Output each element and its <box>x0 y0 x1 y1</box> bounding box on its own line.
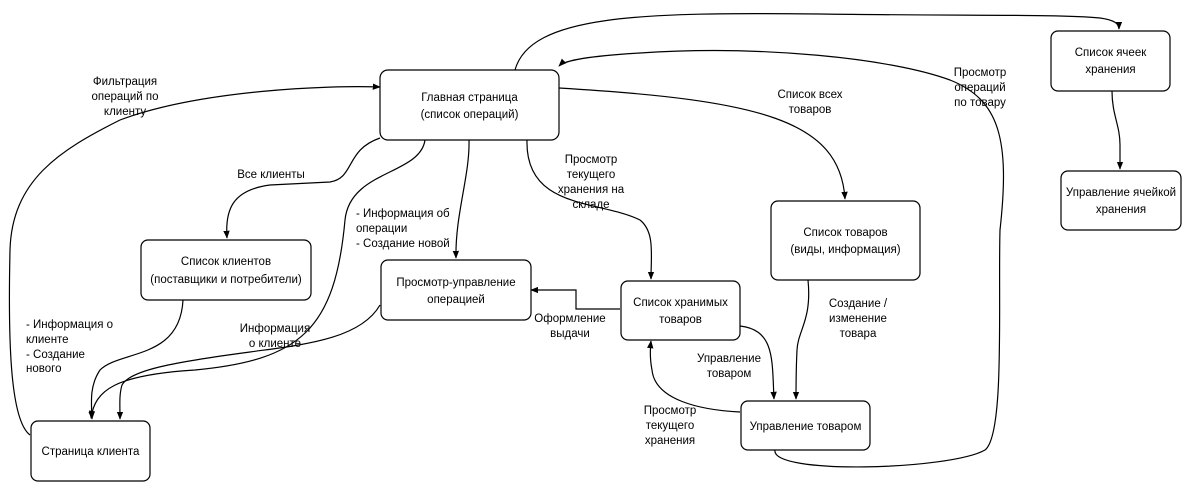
node-storage-cells-line1: Список ячеек <box>1075 47 1147 59</box>
label-current-stock-line2: текущего <box>567 169 616 181</box>
label-client-info-line2: клиенте <box>26 334 69 346</box>
node-cell-management-line1: Управление ячейкой <box>1066 187 1176 199</box>
label-operation-info-line2: операции <box>356 223 407 235</box>
label-view-current-stock-line2: текущего <box>646 420 695 432</box>
label-create-edit-goods-line2: изменение <box>829 313 887 325</box>
edge-goods-mgmt-to-stored <box>647 340 741 413</box>
node-goods-management-line1: Управление товаром <box>750 421 862 433</box>
node-stored-goods-line1: Список хранимых <box>633 297 728 309</box>
edge-main-to-stored <box>526 139 655 280</box>
label-view-by-goods-line3: по товару <box>954 97 1006 109</box>
node-cell-management-line2: хранения <box>1096 204 1146 216</box>
node-client-list-line2: (поставщики и потребители) <box>150 274 302 286</box>
edge-main-to-goods <box>558 87 848 200</box>
edge-client-page-to-main <box>8 83 381 436</box>
edge-main-to-op-view <box>452 139 470 259</box>
edge-clients-to-client-page <box>88 299 184 420</box>
label-create-edit-goods-line1: Создание / <box>829 298 888 310</box>
node-operation-view: Просмотр-управление операцией <box>380 259 532 321</box>
node-storage-cells: Список ячеек хранения <box>1050 30 1171 92</box>
label-filter-by-client-line1: Фильтрация <box>93 76 157 88</box>
node-cell-management: Управление ячейкой хранения <box>1060 170 1182 231</box>
label-issue-registration-line1: Оформление <box>534 313 605 325</box>
node-operation-view-line2: операцией <box>427 294 485 306</box>
node-client-list-line1: Список клиентов <box>181 256 271 268</box>
node-goods-management: Управление товаром <box>740 400 871 451</box>
label-view-current-stock: Просмотр текущего хранения <box>644 405 697 447</box>
edge-main-to-cells <box>514 12 1123 71</box>
label-view-by-goods: Просмотр операций по товару <box>954 67 1007 109</box>
label-create-edit-goods: Создание / изменение товара <box>829 298 888 340</box>
label-all-goods: Список всех товаров <box>777 89 842 116</box>
label-current-stock-line3: хранения на <box>558 184 625 196</box>
label-manage-goods: Управление товаром <box>697 353 761 380</box>
label-operation-info: - Информация об операции - Создание ново… <box>356 208 450 250</box>
label-create-edit-goods-line3: товара <box>840 328 877 340</box>
label-current-stock-line1: Просмотр <box>565 154 618 166</box>
label-about-client-line2: о клиенте <box>249 338 301 350</box>
label-filter-by-client-line2: операций по <box>91 91 158 103</box>
node-storage-cells-line2: хранения <box>1085 64 1135 76</box>
node-client-page-line1: Страница клиента <box>42 446 140 458</box>
edge-cells-to-cell-mgmt <box>1111 90 1124 170</box>
label-about-client: Информация о клиенте <box>240 323 310 350</box>
node-client-page: Страница клиента <box>30 420 151 482</box>
node-stored-goods-line2: товаров <box>659 314 702 326</box>
label-client-info-line4: нового <box>26 363 61 375</box>
node-main-page: Главная страница (список операций) <box>379 69 560 141</box>
label-client-info: - Информация о клиенте - Создание нового <box>26 319 113 375</box>
label-all-clients: Все клиенты <box>237 169 305 181</box>
label-view-by-goods-line1: Просмотр <box>954 67 1007 79</box>
label-all-goods-line2: товаров <box>789 104 832 116</box>
node-main-page-line2: (список операций) <box>421 109 519 121</box>
label-all-clients-line1: Все клиенты <box>237 169 305 181</box>
label-current-stock-line4: складе <box>572 199 609 211</box>
label-operation-info-line1: - Информация об <box>356 208 450 220</box>
label-about-client-line1: Информация <box>240 323 310 335</box>
label-filter-by-client-line3: клиенту <box>104 106 146 118</box>
label-client-info-line3: - Создание <box>26 349 85 361</box>
edge-goods-to-goods-mgmt <box>792 279 810 400</box>
label-operation-info-line3: - Создание новой <box>356 238 450 250</box>
edge-main-to-clients <box>223 137 381 239</box>
label-issue-registration-line2: выдачи <box>550 328 590 340</box>
label-all-goods-line1: Список всех <box>777 89 842 101</box>
label-manage-goods-line2: товаром <box>707 368 752 380</box>
label-filter-by-client: Фильтрация операций по клиенту <box>91 76 158 118</box>
node-operation-view-line1: Просмотр-управление <box>396 277 515 289</box>
label-current-stock: Просмотр текущего хранения на складе <box>558 154 625 211</box>
edge-stored-to-goods-mgmt <box>739 325 777 400</box>
node-stored-goods: Список хранимых товаров <box>620 280 741 341</box>
node-goods-list-line2: (виды, информация) <box>790 244 900 256</box>
node-main-page-line1: Главная страница <box>421 92 518 104</box>
label-view-current-stock-line3: хранения <box>645 435 695 447</box>
edge-op-view-to-client-page <box>116 304 381 420</box>
node-goods-list-line1: Список товаров <box>803 227 887 239</box>
edge-goods-mgmt-to-main <box>558 50 1005 468</box>
node-client-list: Список клиентов (поставщики и потребител… <box>140 239 312 301</box>
edges <box>8 12 1124 468</box>
label-view-by-goods-line2: операций <box>954 82 1005 94</box>
label-manage-goods-line1: Управление <box>697 353 761 365</box>
label-client-info-line1: - Информация о <box>26 319 113 331</box>
label-issue-registration: Оформление выдачи <box>534 313 605 340</box>
edge-main-to-client-page <box>88 139 426 419</box>
label-view-current-stock-line1: Просмотр <box>644 405 697 417</box>
node-goods-list: Список товаров (виды, информация) <box>770 200 921 281</box>
edge-stored-to-op-view <box>530 286 620 310</box>
